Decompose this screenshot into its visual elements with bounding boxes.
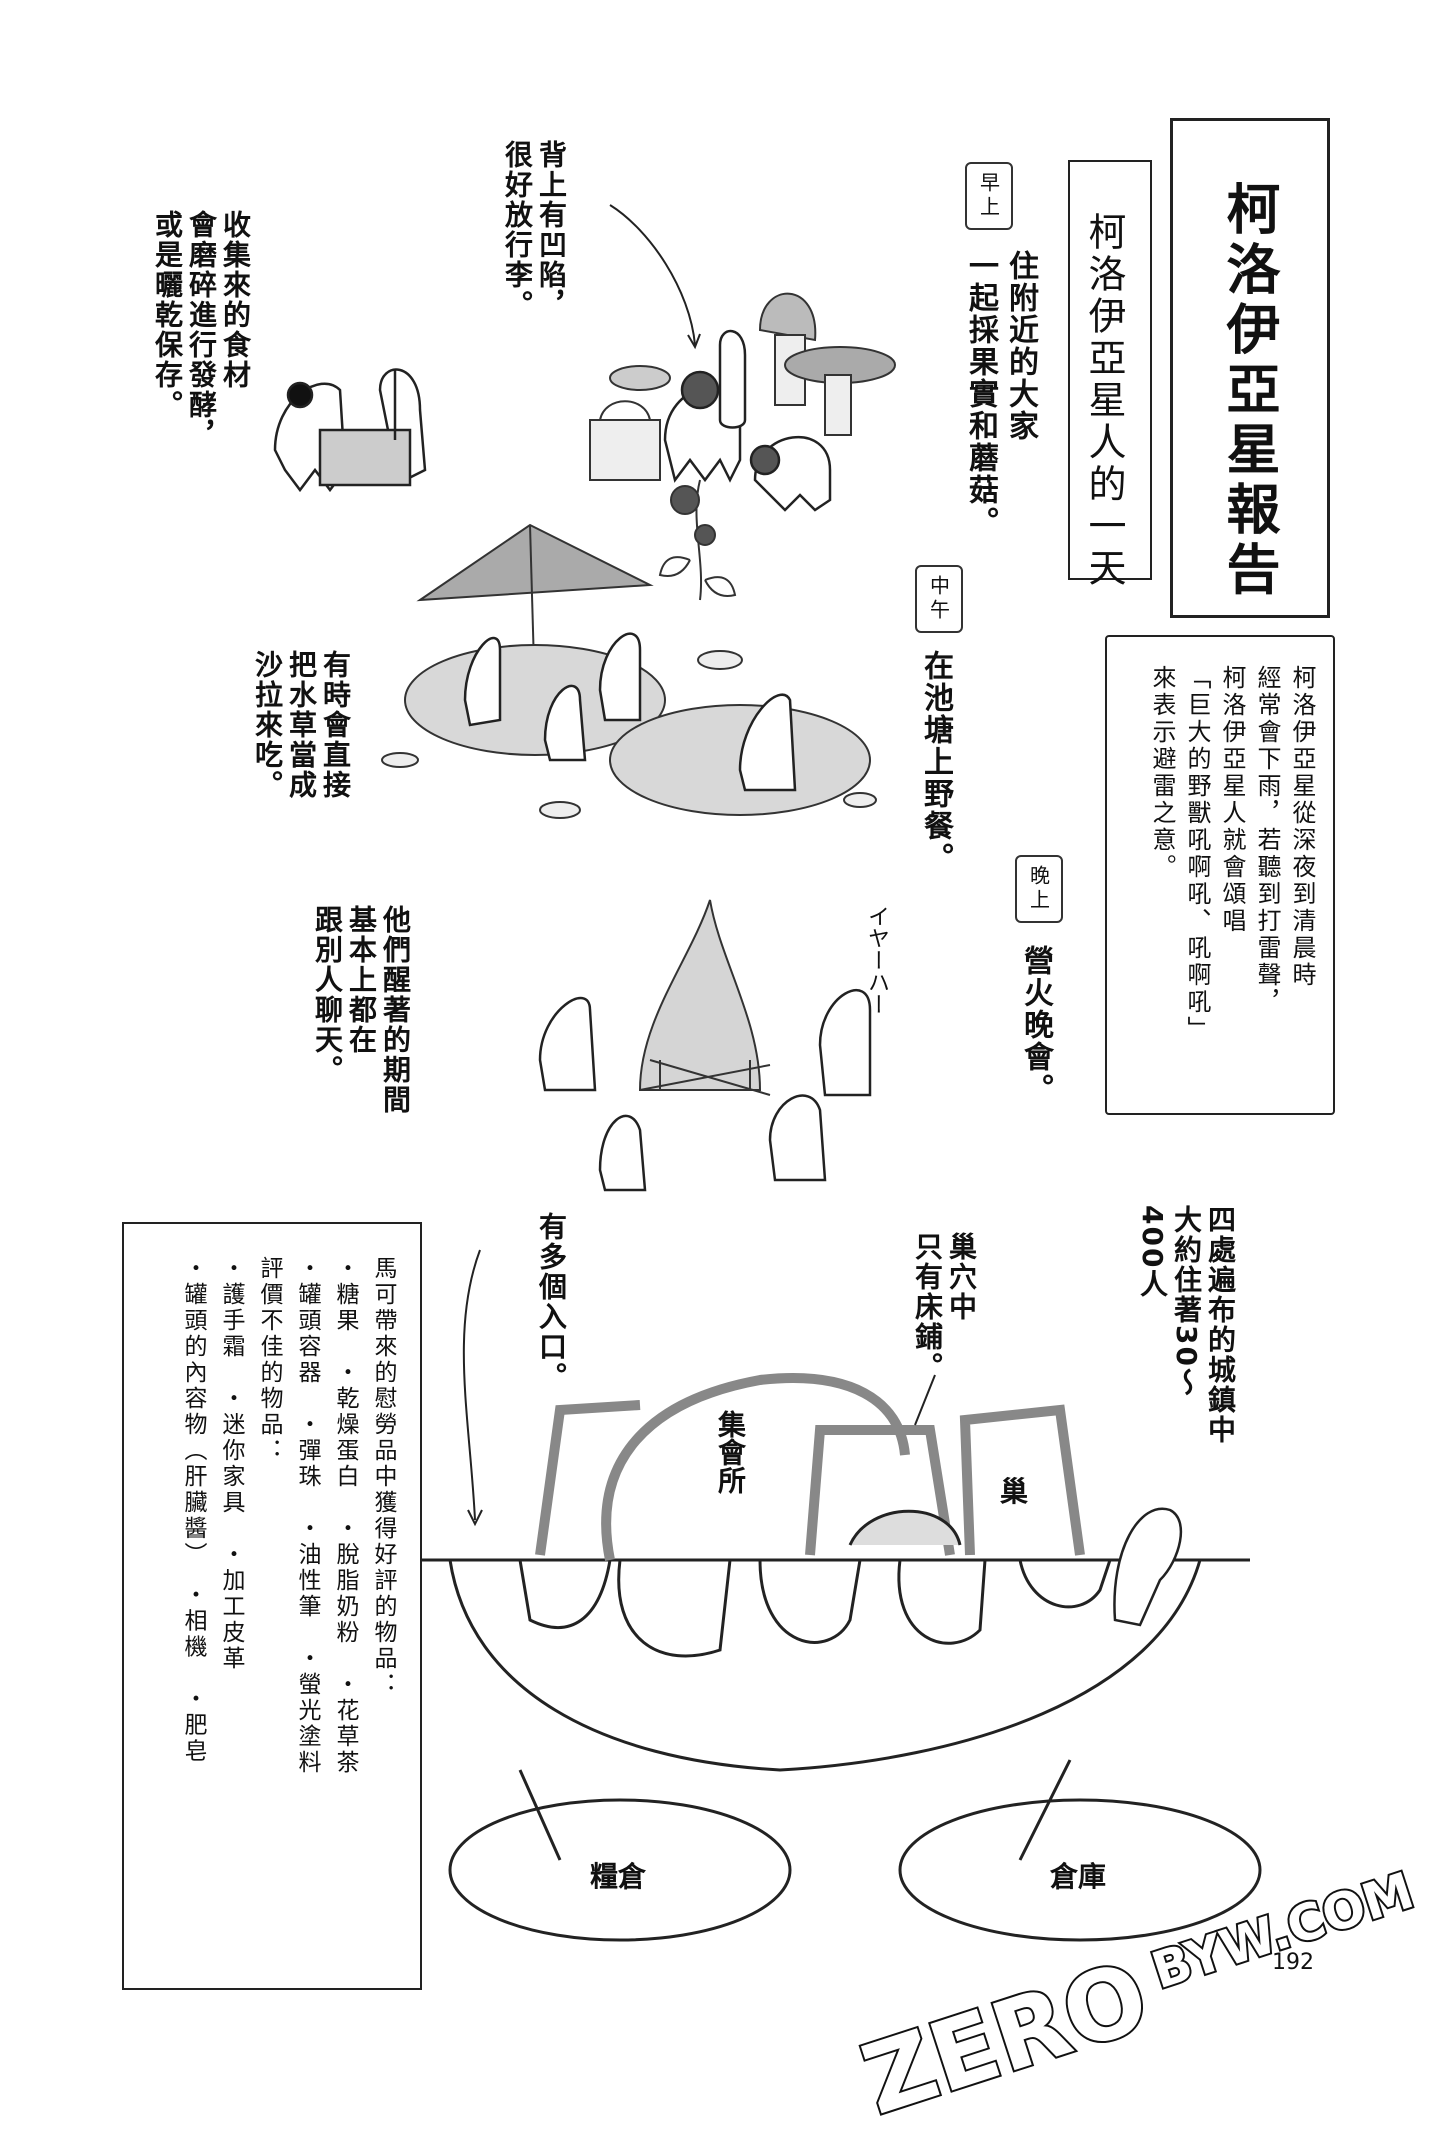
mushroom-illustration bbox=[589, 292, 896, 481]
creature-illustration bbox=[1113, 1507, 1183, 1627]
label-hall: 集會所 bbox=[714, 1410, 747, 1494]
label-warehouse: 倉庫 bbox=[1050, 1860, 1107, 1893]
gifts-box: 馬可帶來的慰勞品中獲得好評的物品： ・糖果 ・乾燥蛋白 ・脫脂奶粉 ・花草茶 ・… bbox=[122, 1222, 422, 1990]
underground-map bbox=[420, 1373, 1262, 1942]
note-food-storage: 收集來的食材 會磨碎進行發酵， 或是曬乾保存。 bbox=[151, 210, 252, 450]
creature-illustration bbox=[463, 632, 797, 792]
thunder-note-text: 柯洛伊亞星從深夜到清晨時 經常會下雨，若聽到打雷聲， 柯洛伊亞星人就會頌唱 「巨… bbox=[1148, 665, 1316, 1043]
note-back-storage: 背上有凹陷， 很好放行李。 bbox=[501, 140, 568, 320]
note-chat: 他們醒著的期間 基本上都在 跟別人聊天。 bbox=[311, 905, 412, 1115]
thunder-note-box: 柯洛伊亞星從深夜到清晨時 經常會下雨，若聽到打雷聲， 柯洛伊亞星人就會頌唱 「巨… bbox=[1105, 635, 1335, 1115]
note-entrances: 有多個入口。 bbox=[535, 1212, 568, 1392]
creature-illustration bbox=[538, 989, 872, 1192]
caption-morning: 住附近的大家 一起採果實和蘑菇。 bbox=[963, 250, 1038, 538]
berry-plant-illustration bbox=[658, 479, 737, 601]
caption-night: 營火晚會。 bbox=[1018, 945, 1053, 1105]
pointer-arrow-entrance bbox=[462, 1249, 481, 1521]
pointer-arrow-nest bbox=[914, 1374, 936, 1426]
tag-noon: 中午 bbox=[915, 565, 963, 633]
illustration-layer bbox=[273, 204, 1262, 1942]
tag-morning: 早上 bbox=[965, 162, 1013, 230]
note-nest: 巢穴中 只有床鋪。 bbox=[911, 1232, 978, 1382]
pointer-arrow-back bbox=[609, 204, 696, 346]
note-towns: 四處遍布的城鎮中 大約住著30～ 400人 bbox=[1136, 1205, 1237, 1445]
tag-night: 晚上 bbox=[1015, 855, 1063, 923]
gifts-text: 馬可帶來的慰勞品中獲得好評的物品： ・糖果 ・乾燥蛋白 ・脫脂奶粉 ・花草茶 ・… bbox=[180, 1256, 396, 1776]
label-nest: 巢 bbox=[1000, 1475, 1029, 1508]
subtitle-box: 柯洛伊亞星人的一天 bbox=[1068, 160, 1152, 590]
page-subtitle: 柯洛伊亞星人的一天 bbox=[1082, 212, 1126, 590]
label-granary: 糧倉 bbox=[590, 1860, 647, 1893]
caption-noon: 在池塘上野餐。 bbox=[918, 650, 953, 874]
note-salad: 有時會直接 把水草當成 沙拉來吃。 bbox=[251, 650, 352, 800]
creature-illustration bbox=[273, 329, 832, 512]
title-box: 柯洛伊亞星報告 bbox=[1170, 118, 1330, 618]
page-number: 192 bbox=[1272, 1950, 1314, 1975]
bonfire-illustration bbox=[638, 899, 771, 1096]
note-yahoo: イヤーハー bbox=[864, 905, 889, 1015]
page-title: 柯洛伊亞星報告 bbox=[1217, 181, 1281, 601]
